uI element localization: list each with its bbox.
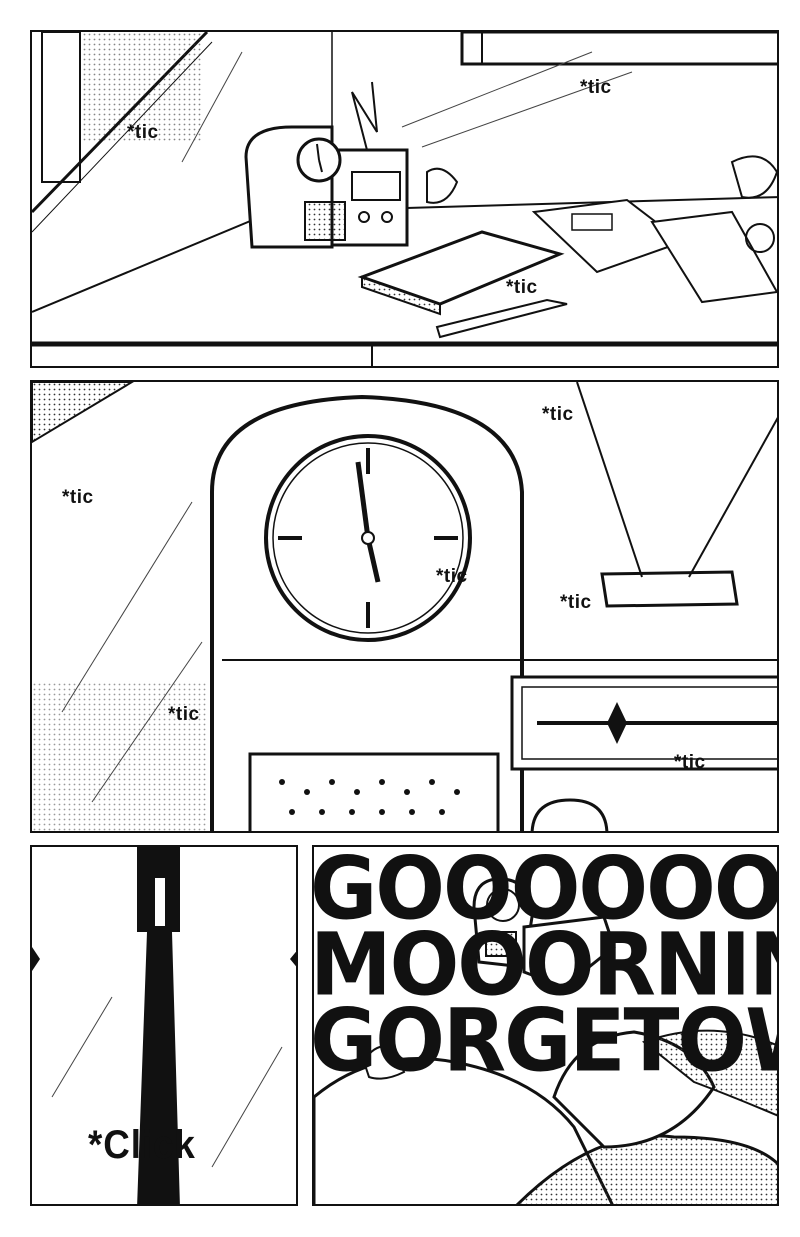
flying-radio-clock [472, 877, 616, 989]
clock-face [264, 434, 472, 642]
waking-scene-illustration [314, 877, 777, 1204]
panel-4-alarm-shout: GOOOOOOO MOOORNING GORGETOW [312, 845, 779, 1206]
alarm-shout-line: GOOOOOOO [312, 845, 779, 940]
tic-sound-effect: *tic [62, 487, 94, 508]
tic-sound-effect: *tic [168, 704, 200, 725]
clock-closeup-illustration [32, 382, 777, 831]
alarm-shout-line: MOOORNING [312, 915, 777, 1016]
tic-sound-effect: *tic [127, 122, 159, 143]
alarm-shout-line: GORGETOW [312, 991, 777, 1092]
bedside-scene-illustration [32, 32, 777, 366]
panel-3-clock-hand: *Click [30, 845, 298, 1206]
panel-1-bedside-table: *tic *tic *tic [30, 30, 779, 368]
radio-clock [244, 81, 409, 249]
tic-sound-effect: *tic [542, 404, 574, 425]
tic-sound-effect: *tic [580, 77, 612, 98]
click-sound-effect: *Click [88, 1123, 196, 1167]
tic-sound-effect: *tic [674, 752, 706, 773]
tic-sound-effect: *tic [436, 566, 468, 587]
tic-sound-effect: *tic [560, 592, 592, 613]
panel-2-clock-closeup: *tic *tic *tic *tic *tic *tic [30, 380, 779, 833]
tic-sound-effect: *tic [506, 277, 538, 298]
clock-hand-illustration [32, 847, 296, 1204]
